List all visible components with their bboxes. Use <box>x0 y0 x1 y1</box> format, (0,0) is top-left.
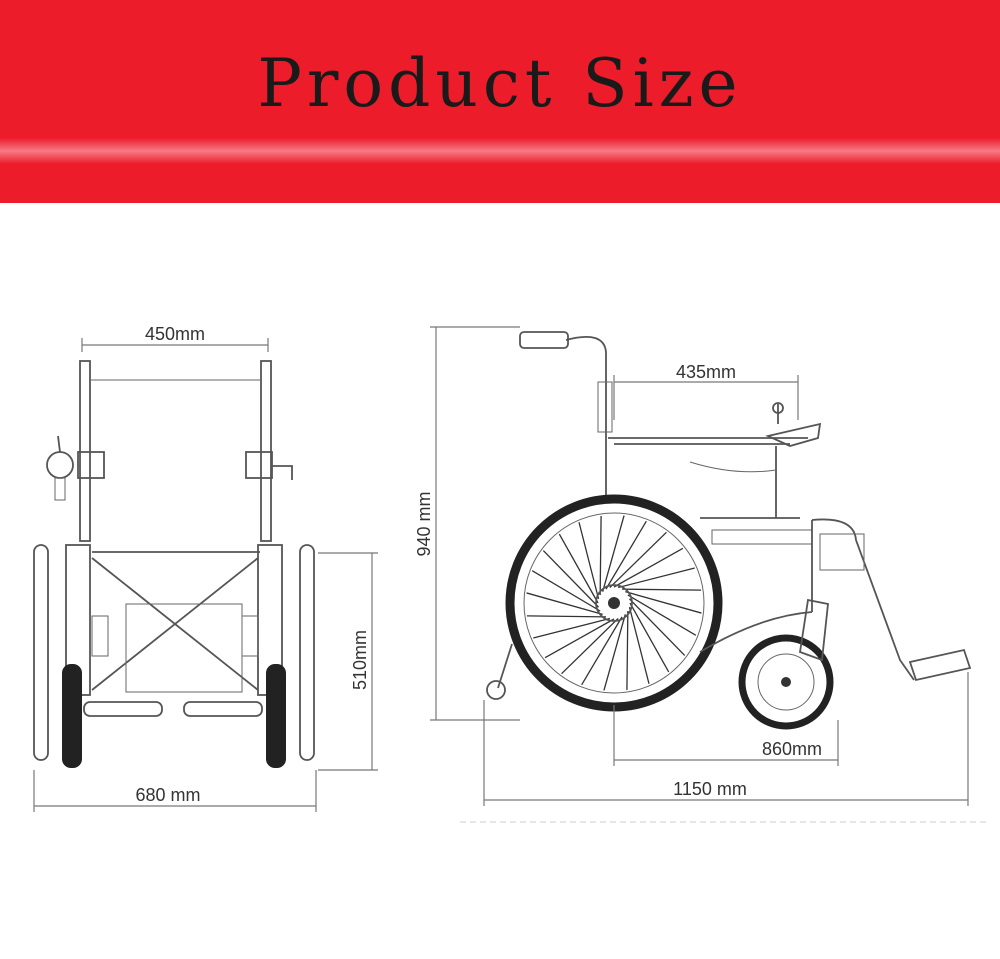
front-view-drawing: 450mm 510mm 680 mm <box>33 324 378 812</box>
anti-tip-arm <box>497 643 513 689</box>
right-handle-post <box>260 360 272 542</box>
front-caster-wheel <box>738 634 834 730</box>
spoke <box>627 594 697 636</box>
spoke <box>578 522 600 600</box>
right-armrest-lever <box>272 465 293 480</box>
rear-wheel-rim <box>523 512 705 694</box>
joystick-stick <box>57 435 61 453</box>
left-armrest-clamp <box>77 451 105 479</box>
spoke <box>603 614 626 691</box>
rear-wheel-spokes <box>526 515 702 691</box>
left-handle-post <box>79 360 91 542</box>
spoke <box>544 618 615 659</box>
spoke <box>621 588 702 591</box>
front-caster-hub <box>781 677 791 687</box>
title-banner: Product Size <box>0 0 1000 203</box>
seat-sling <box>689 461 777 473</box>
footplate <box>908 648 972 682</box>
banner-title: Product Size <box>257 45 743 122</box>
seat-frame <box>711 529 813 545</box>
right-front-caster <box>266 664 286 768</box>
lower-frame <box>699 611 813 653</box>
right-rear-wheel <box>299 544 315 761</box>
overall-width-label: 680 mm <box>135 785 200 805</box>
side-view-drawing: 435mm 940 mm 860mm 1150 mm <box>414 326 972 806</box>
overall-length-label: 1150 mm <box>673 779 747 799</box>
spoke <box>609 531 667 589</box>
spoke <box>561 617 619 675</box>
armrest-front <box>765 422 822 447</box>
spoke <box>599 515 602 596</box>
spoke <box>581 616 623 686</box>
seat-height-label: 510mm <box>350 630 370 690</box>
spoke <box>628 606 650 684</box>
backrest-clamp <box>597 381 613 433</box>
spoke <box>625 591 702 614</box>
seat-width-label: 450mm <box>145 324 205 344</box>
backrest-post <box>565 336 607 500</box>
footrest-hanger <box>811 518 915 681</box>
spoke <box>629 602 670 673</box>
front-caster-rim <box>757 653 815 711</box>
calf-pad <box>819 533 865 571</box>
cross-brace-b <box>91 557 259 691</box>
right-footplate <box>183 701 263 717</box>
seat-depth-label: 435mm <box>676 362 736 382</box>
anti-tip-wheel <box>486 680 506 700</box>
spoke <box>617 567 695 589</box>
spoke <box>531 570 601 612</box>
spoke <box>526 615 607 618</box>
left-motor <box>91 615 109 657</box>
overall-height-label: 940 mm <box>414 491 434 556</box>
wheelbase-label: 860mm <box>762 739 822 759</box>
right-motor <box>241 615 259 657</box>
left-footplate <box>83 701 163 717</box>
right-armrest-clamp <box>245 451 273 479</box>
spoke <box>542 550 600 608</box>
left-front-caster <box>62 664 82 768</box>
rear-wheel-hub <box>595 584 633 622</box>
spoke <box>526 592 603 615</box>
spoke <box>626 610 629 691</box>
push-handle-grip <box>519 331 569 349</box>
spoke <box>613 547 684 588</box>
caster-fork <box>798 598 829 662</box>
rear-wheel-axle <box>608 597 620 609</box>
spoke <box>605 520 647 590</box>
spoke <box>602 515 625 592</box>
spoke <box>533 617 611 639</box>
joystick-controller-icon <box>46 451 74 479</box>
spoke <box>628 598 686 656</box>
spoke <box>558 533 599 604</box>
banner-highlight <box>0 138 1000 164</box>
left-rear-wheel <box>33 544 49 761</box>
side-joystick-icon <box>772 402 784 414</box>
joystick-mount <box>54 477 66 501</box>
